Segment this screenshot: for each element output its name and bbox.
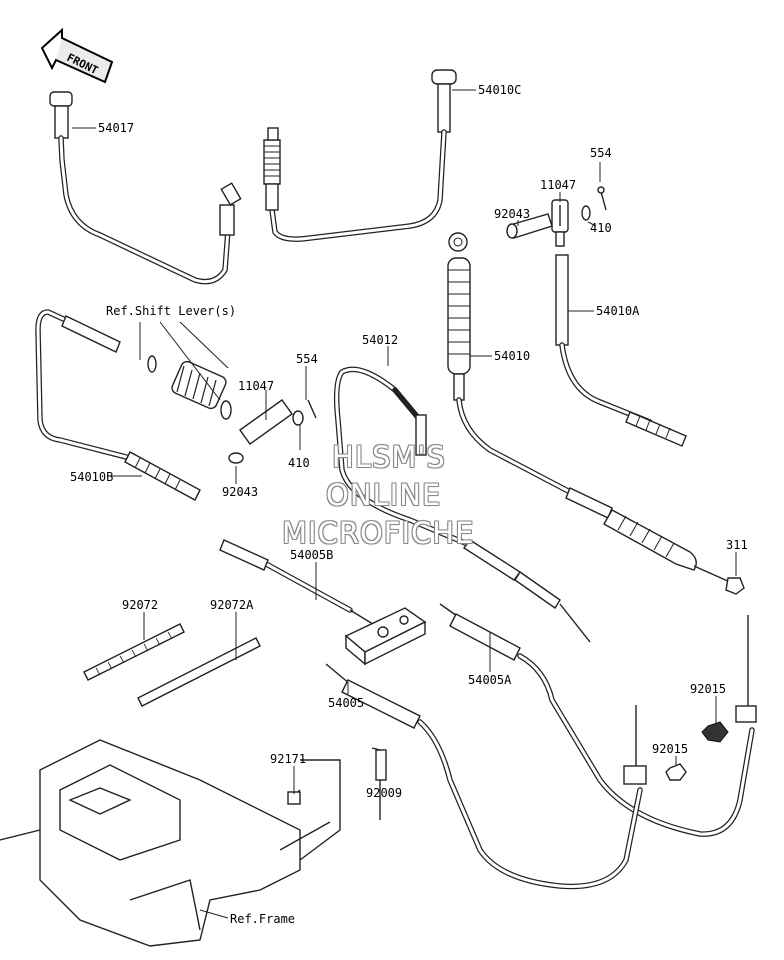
label-ref-shift-lever: Ref.Shift Lever(s) bbox=[106, 304, 237, 318]
label-54005B: 54005B bbox=[290, 548, 334, 562]
label-54010C: 54010C bbox=[478, 83, 522, 97]
label-54010A: 54010A bbox=[596, 304, 640, 318]
cable-tie-92072 bbox=[83, 623, 185, 681]
label-92015-a: 92015 bbox=[690, 682, 727, 696]
spring bbox=[171, 360, 227, 410]
cable-54010 bbox=[447, 232, 745, 595]
cable-54005 bbox=[325, 663, 647, 890]
frame-outline bbox=[0, 739, 387, 947]
watermark-line-2: ONLINE bbox=[326, 478, 442, 512]
label-54005A: 54005A bbox=[468, 673, 512, 687]
label-ref-frame: Ref.Frame bbox=[230, 912, 296, 926]
cable-54005B bbox=[219, 539, 377, 627]
leader-lines bbox=[72, 89, 737, 919]
label-410-mid: 410 bbox=[288, 456, 310, 470]
cable-54010A bbox=[555, 254, 687, 447]
front-arrow-icon: FRONT bbox=[40, 27, 114, 84]
label-554-top: 554 bbox=[590, 146, 612, 160]
label-92015-b: 92015 bbox=[652, 742, 689, 756]
label-92072A: 92072A bbox=[210, 598, 254, 612]
label-11047-mid: 11047 bbox=[238, 379, 275, 393]
label-54010: 54010 bbox=[494, 349, 531, 363]
label-54012: 54012 bbox=[362, 333, 399, 347]
watermark-line-1: HLSM'S bbox=[332, 440, 446, 474]
nut-92015 bbox=[665, 721, 729, 781]
label-54005: 54005 bbox=[328, 696, 365, 710]
label-92043-top: 92043 bbox=[494, 207, 531, 221]
label-311: 311 bbox=[726, 538, 748, 552]
cable-54005A bbox=[439, 603, 757, 837]
cable-tie-92072A bbox=[137, 637, 261, 707]
label-54017: 54017 bbox=[98, 121, 135, 135]
label-92043-mid: 92043 bbox=[222, 485, 259, 499]
label-54010B: 54010B bbox=[70, 470, 114, 484]
cable-54010B bbox=[35, 309, 317, 501]
label-92009: 92009 bbox=[366, 786, 403, 800]
label-92171: 92171 bbox=[270, 752, 307, 766]
label-410-top: 410 bbox=[590, 221, 612, 235]
watermark-line-3: MICROFICHE bbox=[282, 516, 475, 550]
cable-54012 bbox=[333, 366, 591, 643]
equalizer-bracket bbox=[344, 607, 427, 666]
label-554-mid: 554 bbox=[296, 352, 318, 366]
cable-54010C bbox=[263, 69, 457, 242]
label-11047-top: 11047 bbox=[540, 178, 577, 192]
clevis-group-top bbox=[506, 186, 607, 247]
cable-54017 bbox=[49, 91, 242, 285]
label-92072: 92072 bbox=[122, 598, 159, 612]
